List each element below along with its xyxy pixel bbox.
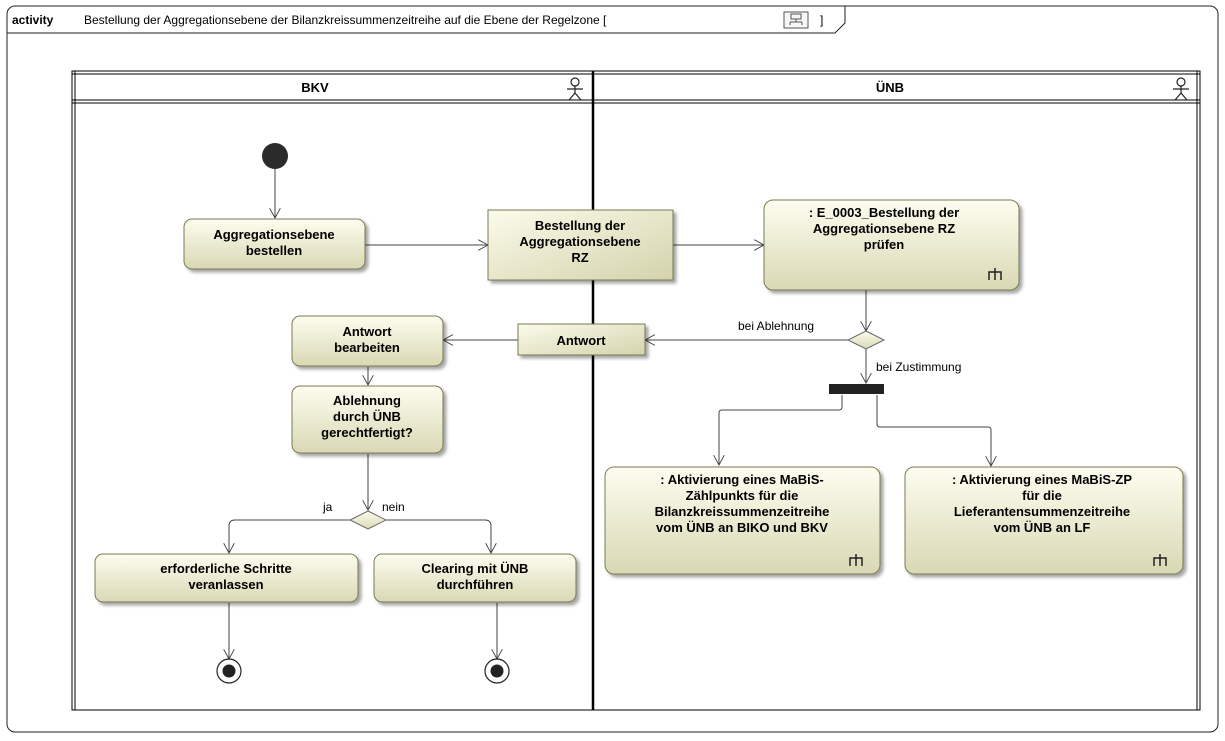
action-erforderliche-schritte[interactable]: erforderliche Schritte veranlassen [94,553,359,603]
object-antwort[interactable]: Antwort [517,323,646,356]
node-label: Aggregationsebene RZ [813,221,955,236]
actor-icon [567,77,583,101]
actor-icon [1173,77,1189,101]
guard-nein: nein [382,500,405,514]
initial-node [262,143,288,169]
action-e0003-pruefen[interactable]: : E_0003_Bestellung der Aggregationseben… [763,199,1020,291]
node-label: durchführen [437,577,514,592]
node-label: veranlassen [188,577,263,592]
node-label: : Aktivierung eines MaBiS- [660,472,824,487]
action-aktivierung-zp[interactable]: : Aktivierung eines MaBiS-ZP für die Lie… [904,466,1184,575]
node-label: erforderliche Schritte [160,561,292,576]
node-label: : Aktivierung eines MaBiS-ZP [952,472,1132,487]
node-label: Antwort [342,324,392,339]
guard-bei-zustimmung: bei Zustimmung [876,360,961,374]
swimlane-pool [60,70,1210,729]
node-label: : E_0003_Bestellung der [809,205,959,220]
action-antwort-bearbeiten[interactable]: Antwort bearbeiten [291,315,444,367]
node-label: vom ÜNB an LF [994,520,1091,535]
call-behavior-icon [849,554,863,566]
node-label: bearbeiten [334,340,400,355]
action-aggregationsebene-bestellen[interactable]: Aggregationsebene bestellen [183,218,366,270]
node-label: Antwort [556,333,606,348]
node-label: bestellen [246,243,302,258]
node-label: prüfen [864,237,905,252]
lane-header-bkv: BKV [301,80,329,95]
lane-header-unb: ÜNB [876,80,904,95]
node-label: durch ÜNB [333,409,401,424]
node-label: gerechtfertigt? [321,425,413,440]
guard-bei-ablehnung: bei Ablehnung [738,319,814,333]
final-node [484,658,510,684]
action-aktivierung-zaehlpunkt[interactable]: : Aktivierung eines MaBiS- Zählpunkts fü… [604,466,881,575]
node-label: Aggregationsebene [213,227,334,242]
action-ablehnung-gerechtfertigt[interactable]: Ablehnung durch ÜNB gerechtfertigt? [291,385,444,454]
node-label: Ablehnung [333,393,401,408]
object-bestellung-aggregationsebene-rz[interactable]: Bestellung der Aggregationsebene RZ [487,209,674,281]
guard-ja: ja [322,500,333,514]
node-label: Clearing mit ÜNB [422,561,529,576]
node-label: vom ÜNB an BIKO und BKV [656,520,828,535]
decision-node-pruefung [846,330,886,350]
node-label: Aggregationsebene [519,234,640,249]
diagram-icon[interactable] [783,11,809,29]
node-label: RZ [571,250,588,265]
node-label: Zählpunkts für die [686,488,799,503]
activity-frame: activity Bestellung der Aggregationseben… [6,5,1219,733]
node-label: Bilanzkreissummenzeitreihe [655,504,830,519]
final-node [216,658,242,684]
fork-bar [829,384,884,394]
decision-node-gerechtfertigt [348,510,388,530]
action-clearing[interactable]: Clearing mit ÜNB durchführen [373,553,577,603]
node-label: für die [1022,488,1062,503]
frame-title-end: ] [820,13,823,27]
frame-title: Bestellung der Aggregationsebene der Bil… [84,13,607,27]
frame-keyword: activity [12,13,54,27]
node-label: Bestellung der [535,218,625,233]
call-behavior-icon [1153,554,1167,566]
control-flows [229,168,991,659]
call-behavior-icon [988,268,1002,280]
node-label: Lieferantensummenzeitreihe [954,504,1130,519]
